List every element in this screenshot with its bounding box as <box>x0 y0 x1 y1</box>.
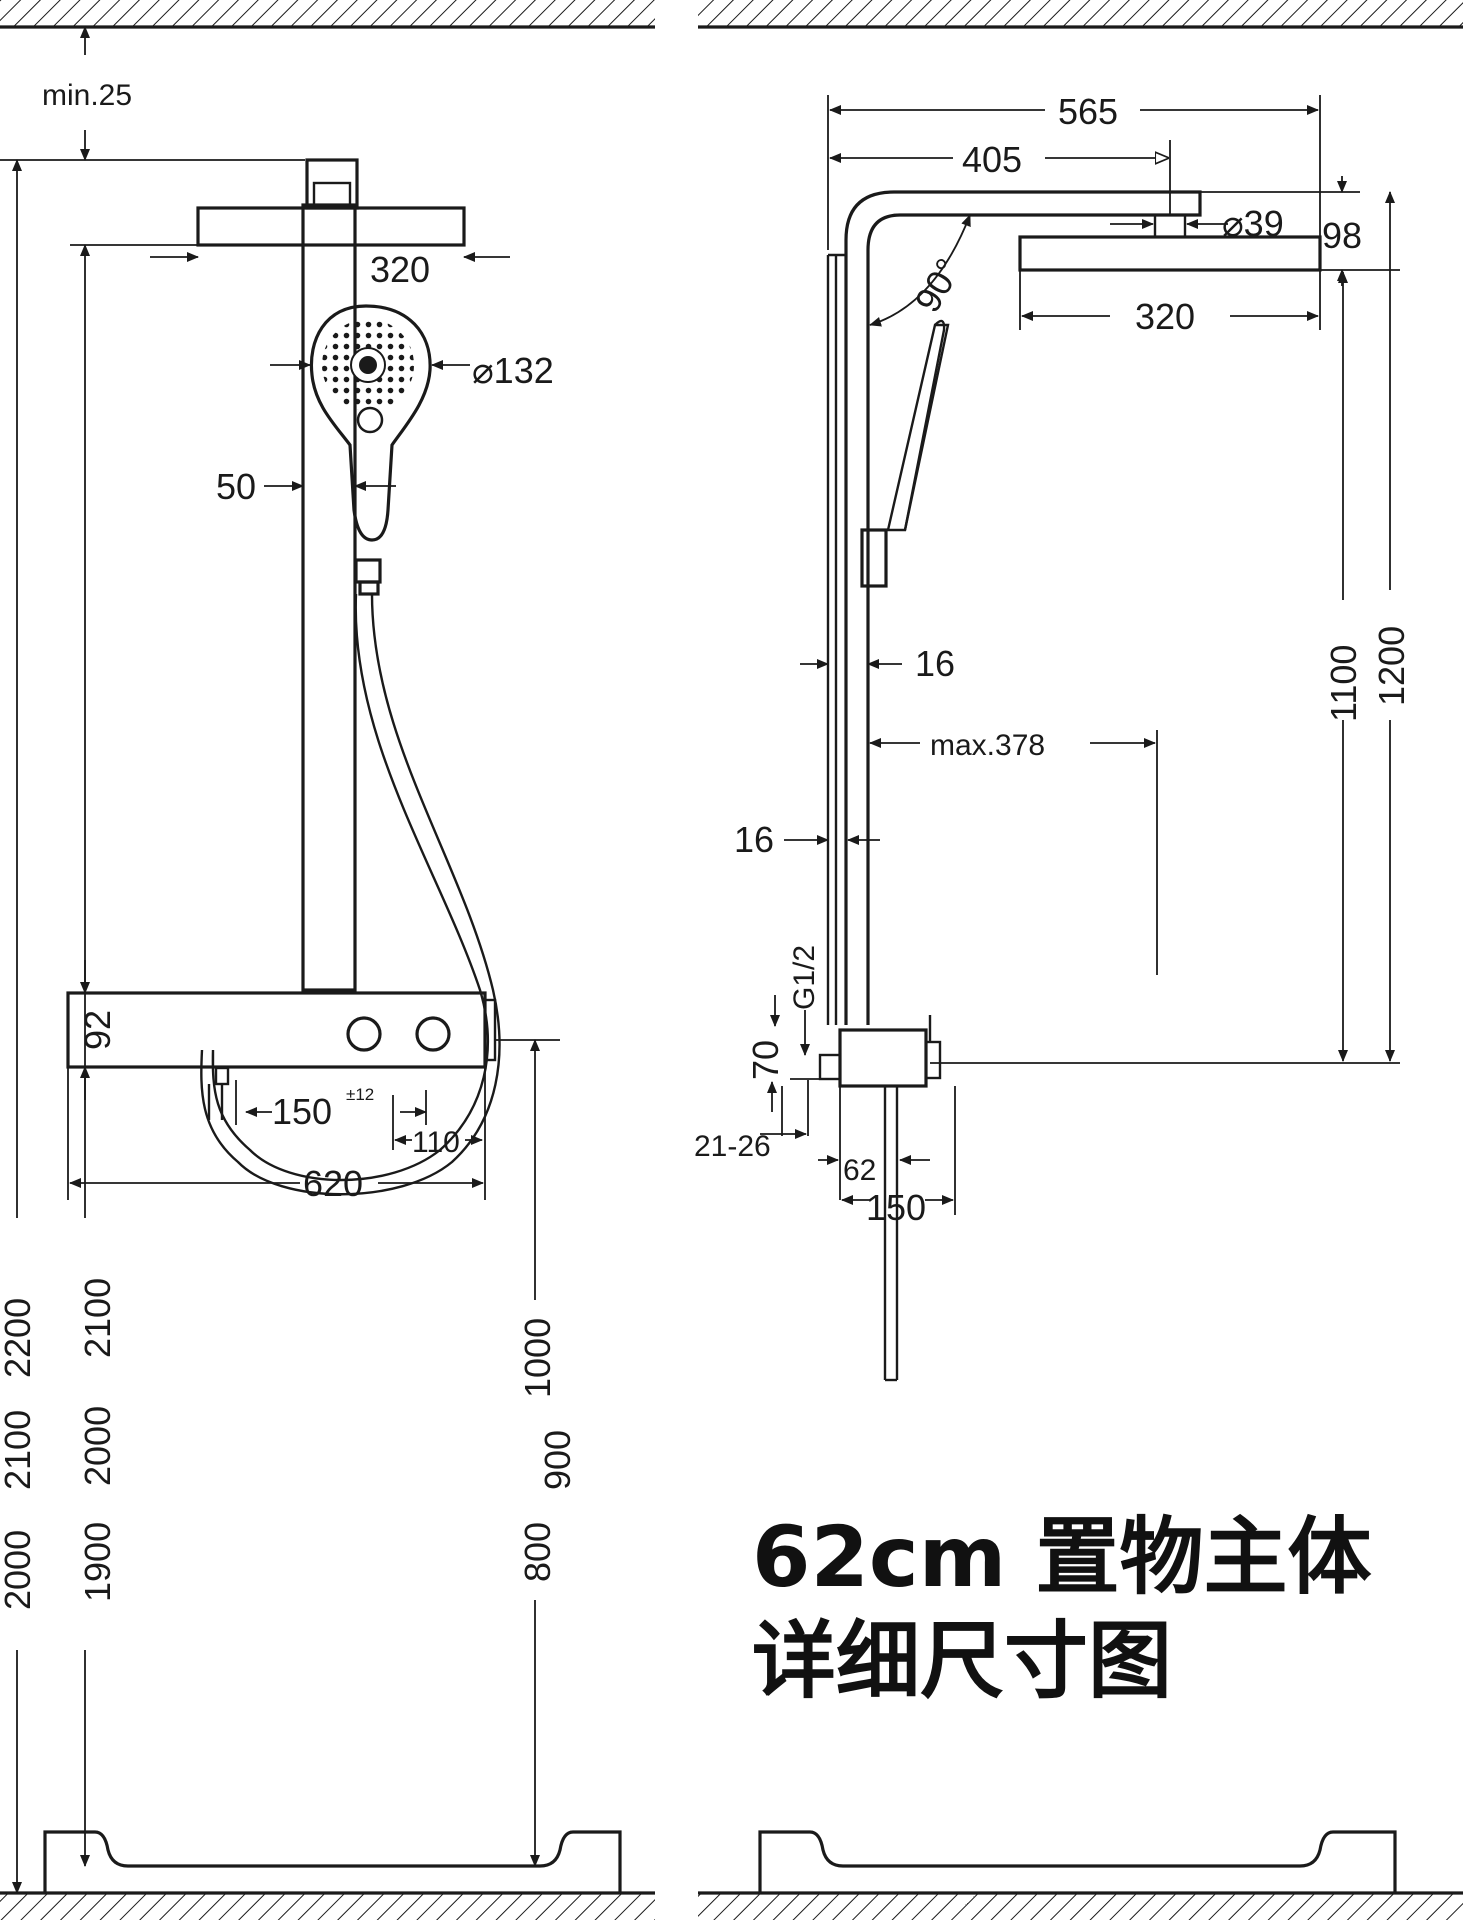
label-height-total-2200: 2200 <box>0 1298 38 1378</box>
front-view <box>66 158 501 1196</box>
side-dimensions: 565 405 ⌀39 98 320 90° 16 max.378 <box>694 91 1412 1228</box>
front-dimensions: min.25 320 ⌀132 50 92 150 ±12 11 <box>0 26 578 1894</box>
label-height-head-2000: 2000 <box>77 1406 118 1486</box>
label-height-shelf-900: 900 <box>537 1430 578 1490</box>
label-shelf-height: 92 <box>77 1010 118 1050</box>
label-thread: G1/2 <box>788 945 821 1010</box>
label-connector-diameter: ⌀39 <box>1222 203 1284 244</box>
title-line-2: 详细尺寸图 <box>752 1612 1173 1710</box>
side-thermostat-body <box>838 1028 928 1088</box>
label-height-total-2100: 2100 <box>0 1410 38 1490</box>
label-wall-gap: 21-26 <box>694 1130 771 1163</box>
label-head-offset: 98 <box>1322 215 1362 256</box>
label-height-head-1900: 1900 <box>77 1522 118 1602</box>
label-body-depth: 62 <box>843 1154 876 1187</box>
label-valve-offset: 110 <box>412 1126 460 1159</box>
label-height-shelf-800: 800 <box>517 1522 558 1582</box>
flow-knob <box>415 1016 451 1052</box>
label-min25: min.25 <box>42 79 132 112</box>
label-rail-width: 50 <box>216 466 256 507</box>
side-head-connector <box>1153 213 1187 239</box>
label-valve-spacing: 150 <box>272 1091 332 1132</box>
label-handshower-diameter: ⌀132 <box>472 350 554 391</box>
hand-shower <box>309 304 432 542</box>
overhead-shower-head <box>196 206 466 247</box>
temperature-knob <box>346 1016 382 1052</box>
label-body-total: 150 <box>866 1187 926 1228</box>
slide-holder <box>354 558 382 584</box>
ceiling-right <box>698 0 1463 29</box>
label-rail-depth-top: 16 <box>915 643 955 684</box>
side-overhead-head <box>1018 235 1322 272</box>
title-line-1: 62cm 置物主体 <box>752 1508 1372 1606</box>
thermostat-shelf <box>66 991 487 1069</box>
shower-tray-right <box>758 1830 1397 1893</box>
label-head-width: 320 <box>370 249 430 290</box>
floor-right <box>698 1891 1463 1920</box>
label-shelf-width: 620 <box>303 1163 363 1204</box>
floor-left <box>0 1891 655 1920</box>
label-max-reach: max.378 <box>930 729 1045 762</box>
label-valve-tolerance: ±12 <box>346 1085 374 1104</box>
label-height-1200: 1200 <box>1371 626 1412 706</box>
label-height-head-2100: 2100 <box>77 1278 118 1358</box>
label-height-shelf-1000: 1000 <box>517 1318 558 1398</box>
label-side-head-width: 320 <box>1135 296 1195 337</box>
label-height-1100: 1100 <box>1323 645 1364 722</box>
label-height-total-2000: 2000 <box>0 1530 38 1610</box>
label-angle: 90° <box>906 251 969 319</box>
shower-tray-left <box>43 1830 622 1893</box>
label-rail-depth-bottom: 16 <box>734 819 774 860</box>
hose <box>211 593 490 1182</box>
title-block: 62cm 置物主体 详细尺寸图 <box>752 1505 1452 1713</box>
riser-rail <box>301 203 357 992</box>
ceiling-left <box>0 0 655 29</box>
label-arm-total: 565 <box>1058 91 1118 132</box>
label-arm-connector: 405 <box>962 139 1022 180</box>
side-slide-holder <box>860 528 888 588</box>
label-mount-height: 70 <box>745 1040 786 1080</box>
